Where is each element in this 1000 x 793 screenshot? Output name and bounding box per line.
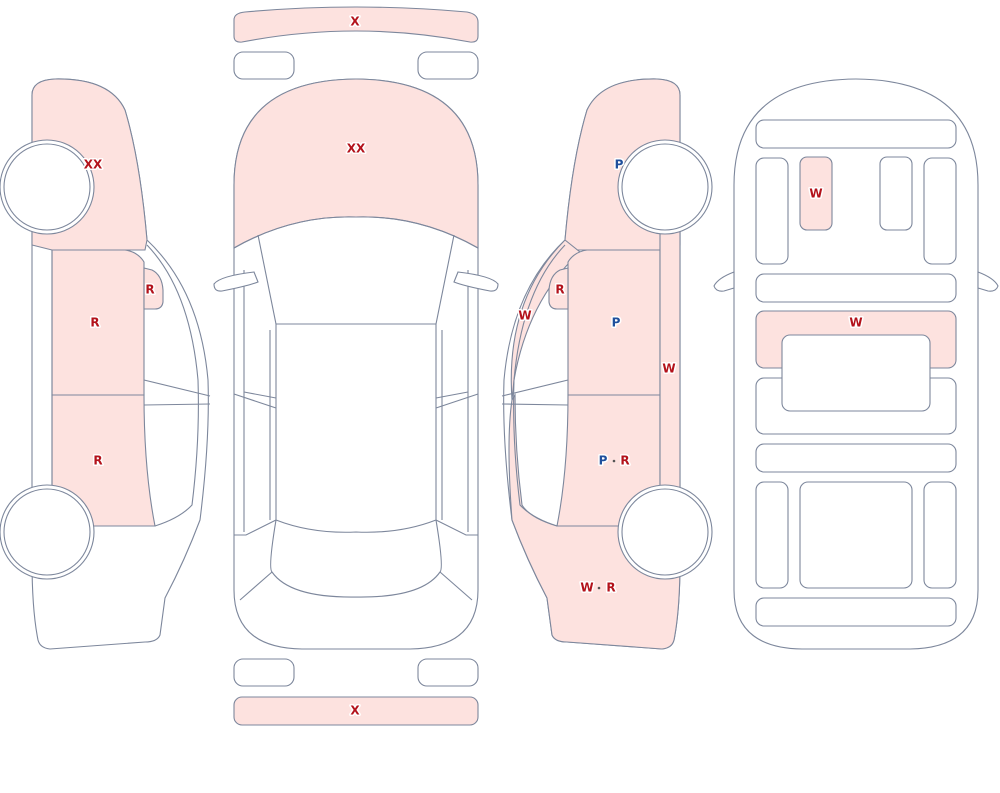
rear-corner-right [439,571,473,601]
mark-left-rear-door: R [93,454,102,468]
mark-right-quarter-b: R [606,581,615,595]
left-front-door-panel[interactable] [51,249,145,396]
left-pillar-b [233,391,277,409]
left-glass-line [146,244,199,527]
rear-window-line [270,519,442,598]
underbody-right-mirror [977,271,999,292]
right-quarter-front-strip[interactable] [508,393,681,650]
right-door-line [441,270,469,532]
left-pillar-line-2 [143,403,211,406]
mark-right-rear-door-a: P [599,454,608,468]
underbody-front-subframe [755,273,957,303]
left-front-wheel [3,143,91,231]
underbody-left-front-member [755,157,789,265]
left-side-step [234,519,277,536]
underbody-front-crossbar [755,119,957,149]
left-a-pillar [257,234,277,325]
right-front-door-panel[interactable] [567,249,661,396]
top-right-mirror [453,271,499,292]
mark-right-front-fender: P [615,158,624,172]
right-front-wheel [621,143,709,231]
left-pillar-line-1 [143,379,211,397]
mark-underbody-front-rail: W [809,187,822,201]
underbody-right-front-member [923,157,957,265]
left-mirror-panel[interactable] [143,267,164,310]
rear-bumper-panel[interactable] [233,696,479,726]
right-side-step [435,519,478,536]
underbody-left-rear-member [755,481,789,589]
mark-right-a-pillar: W [518,309,531,323]
top-left-mirror [213,271,259,292]
left-side-view: XX R R R [0,78,211,650]
right-glass-line [513,244,566,527]
left-taillight [233,658,295,687]
mark-left-front-door: R [90,316,99,330]
mark-right-rear-door: P R [597,452,631,469]
top-view: X XX X [213,6,499,726]
underbody-right-rear-member [923,481,957,589]
right-pillar-line-1 [501,379,569,397]
right-rear-wheel [621,488,709,576]
left-headlight [233,51,295,80]
mark-left-mirror: R [145,283,154,297]
mark-right-quarter-a: W [580,581,593,595]
mark-front-bumper: X [350,15,360,29]
mark-hood: XX [347,142,366,156]
underbody-view: W W [713,78,999,650]
mark-separator-dot [612,459,616,463]
right-headlight [417,51,479,80]
rear-corner-left [239,571,273,601]
mark-right-quarter: W R [579,579,617,596]
right-pillar-line-2 [501,403,569,406]
right-pillar-b [435,391,479,409]
left-rear-wheel [3,488,91,576]
underbody-floor-pan [781,334,931,412]
underbody-left-mirror [713,271,735,292]
underbody-rear-panel [755,597,957,627]
underbody-front-rail-panel[interactable] [799,156,833,231]
mark-underbody-crossmember: W [849,316,862,330]
underbody-rear-crossbar [755,443,957,473]
mark-separator-dot [597,586,601,590]
roof-outline [275,323,437,533]
mark-right-mirror: R [555,283,564,297]
windshield-line [233,216,479,249]
right-side-view: P W R P W P R W R [501,78,713,650]
mark-left-front-fender: XX [84,158,103,172]
mark-right-front-door: P [612,316,621,330]
front-bumper-panel[interactable] [233,6,479,43]
right-a-pillar [435,234,455,325]
mark-rear-bumper: X [350,704,360,718]
right-rocker-panel[interactable] [659,229,681,527]
right-taillight [417,658,479,687]
right-mirror-panel[interactable] [548,267,569,310]
underbody-rear-floor [799,481,913,589]
left-door-line [243,270,271,532]
underbody-right-rail [879,156,913,231]
mark-right-rocker: W [662,362,675,376]
mark-right-rear-door-b: R [620,454,629,468]
